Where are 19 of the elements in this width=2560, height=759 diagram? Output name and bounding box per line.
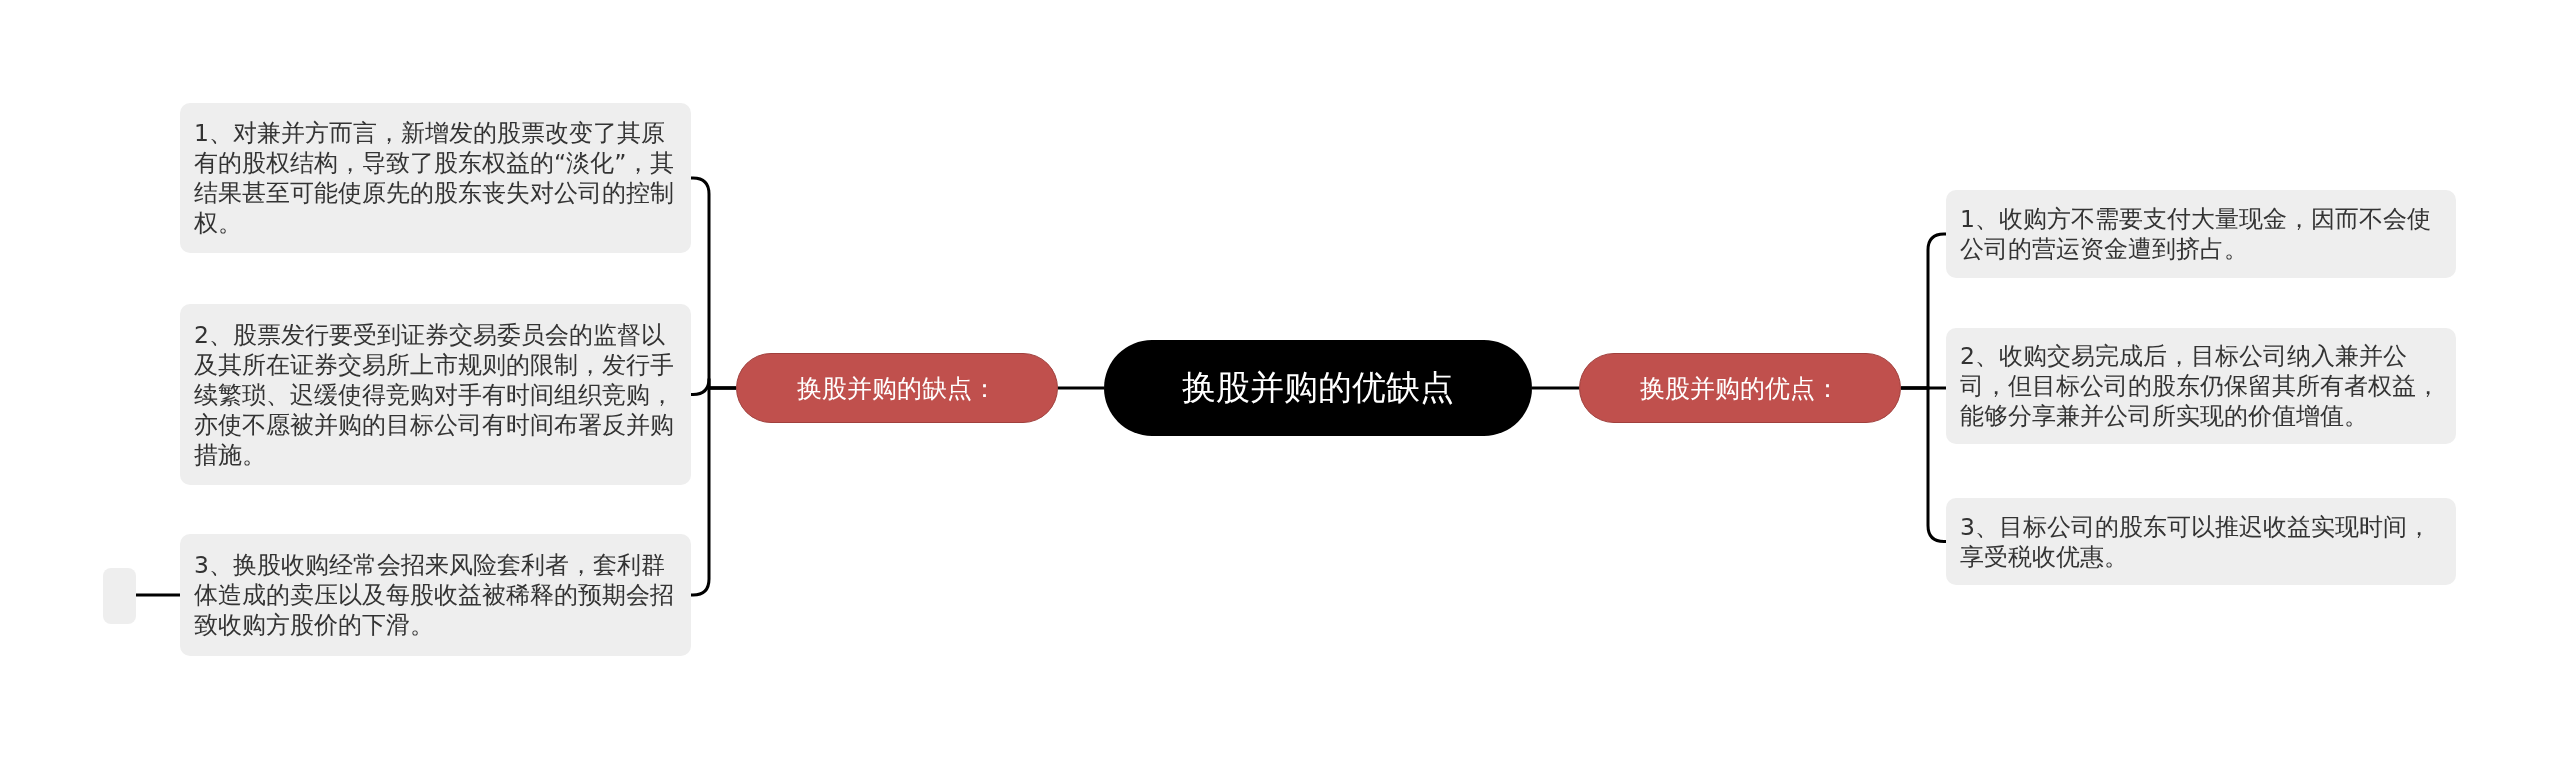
branch-topic-text: 换股并购的缺点： [797, 372, 997, 405]
empty-topic-box [103, 568, 136, 624]
subtopic-text: 1、对兼并方而言，新增发的股票改变了其原有的股权结构，导致了股东权益的“淡化”，其结果甚至可能使原先的股东丧失对公司的控制权。 [194, 118, 676, 238]
subtopic-text: 2、收购交易完成后，目标公司纳入兼并公司，但目标公司的股东仍保留其所有者权益，能够分享兼并公司所实现的价值增值。 [1960, 341, 2441, 431]
connector-line [136, 593, 180, 597]
connector-line [1058, 386, 1104, 390]
subtopic-card [180, 534, 691, 656]
subtopic-text: 3、换股收购经常会招来风险套利者，套利群体造成的卖压以及每股收益被稀释的预期会招致收购方股价的下滑。 [194, 550, 675, 640]
subtopic-card [180, 103, 691, 253]
subtopic-text: 2、股票发行要受到证券交易委员会的监督以及其所在证券交易所上市规则的限制，发行手续繁琐、迟缓使得竞购对手有时间组织竞购，亦使不愿被并购的目标公司有时间布署反并购措施。 [194, 319, 675, 470]
subtopic-card [1946, 498, 2456, 585]
subtopic-text: 3、目标公司的股东可以推迟收益实现时间，享受税收优惠。 [1960, 511, 2432, 572]
connector-line [1532, 386, 1579, 390]
subtopic-card [1946, 328, 2456, 444]
subtopic-card [1946, 190, 2456, 278]
branch-topic-text: 换股并购的优点： [1640, 372, 1840, 405]
central-topic-text: 换股并购的优缺点 [1182, 366, 1454, 409]
subtopic-card [180, 304, 691, 485]
subtopic-text: 1、收购方不需要支付大量现金，因而不会使公司的营运资金遭到挤占。 [1960, 204, 2432, 264]
